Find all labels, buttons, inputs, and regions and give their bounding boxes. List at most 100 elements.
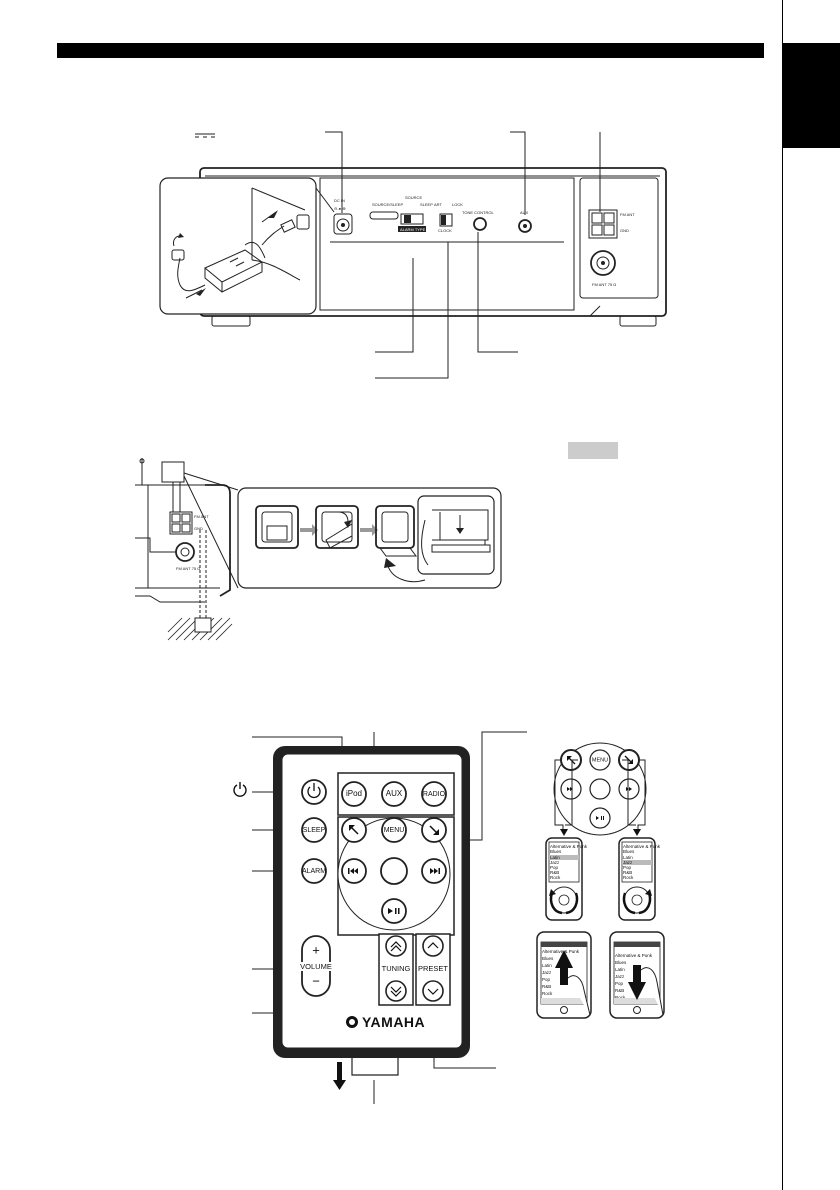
aux-button-label: AUX [386,789,403,798]
svg-text:FM ANT: FM ANT [194,514,209,519]
touch-left-item-6: Rock [542,991,553,996]
touch-right-item-3: Jazz [615,974,625,979]
center-button[interactable] [380,857,408,885]
rear-panel-diagram: DC IN ⊖-●-⊕ SOURCE SOURCE/SLEEP SLEEP AL… [159,131,667,379]
nano-right-item-4: Pop [623,865,632,870]
nano-right-item-0: Alternative & Punk [623,844,661,849]
fm-ant-label: FM ANT [620,212,635,217]
crop-line [782,0,783,1190]
nano-right-item-1: Blues [623,849,635,854]
alarm-type-switch[interactable] [400,213,424,225]
svg-text:FM ANT 75 Ω: FM ANT 75 Ω [176,566,200,571]
source-sleep-label: SOURCE/SLEEP [372,202,403,207]
sleep-label: SLEEP [420,202,433,207]
nano-left-item-5: R&B [550,870,559,875]
nano-left-item-6: Rock [550,875,561,880]
tuning-up-button[interactable] [385,935,407,957]
tone-control-label: TONE CONTROL [462,210,494,215]
side-tab [782,43,840,148]
ipod-nano-left: Alternative & Punk Blues Latin Jazz Pop … [545,837,588,921]
loop-antenna-step-1 [255,505,299,549]
ipod-operation-diagram: MENU Alternative & Punk Blues Latin Jazz… [536,742,665,1019]
power-icon [307,786,321,799]
svg-text:⊖-●-⊕: ⊖-●-⊕ [334,206,346,211]
volume-up-button[interactable]: + [312,942,320,957]
nano-left-item-1: Blues [550,849,562,854]
menu-button-label: MENU [384,827,405,834]
preset-up-button[interactable] [422,935,444,957]
touch-left-item-5: R&B [542,984,551,989]
demo-menu-button: MENU [589,749,611,771]
touch-left-item-1: Blues [542,956,554,961]
power-button[interactable] [301,779,327,805]
fm-ant-75-jack [590,250,616,276]
down-right-arrow-icon [429,825,439,835]
down-arrow-icon [333,1062,346,1090]
alarm-button-label: ALARM [302,868,326,875]
ipod-button[interactable]: iPod [341,781,367,807]
preset-down-button[interactable] [422,980,444,1002]
down-right-button[interactable] [421,817,447,843]
header-bar [57,43,764,58]
up-left-button[interactable] [341,817,367,843]
alarm-button[interactable]: ALARM [301,858,327,884]
dc-in-label: DC IN [334,198,345,203]
loop-antenna-step-2 [315,505,359,549]
demo-menu-label: MENU [592,757,608,763]
touch-left-item-2: Latin [542,963,552,968]
radio-button[interactable]: RADIO [421,781,447,807]
antenna-stand-detail [417,495,495,575]
remote-control: iPod AUX RADIO SLEEP ALARM MENU [273,746,470,1090]
nano-right-item-2: Latin [623,855,633,860]
nano-left-item-2: Latin [550,855,560,860]
volume-label: VOLUME [300,962,332,971]
previous-icon [348,868,358,874]
play-pause-button[interactable] [381,898,407,924]
touch-right-item-1: Blues [615,960,627,965]
touch-left-item-0: Alternative & Punk [542,949,580,954]
play-pause-icon [388,908,400,914]
aux-jack-label: AUX [520,210,529,215]
dc-in-jack [333,213,353,235]
fm-antenna-terminal [588,209,618,239]
double-chevron-up-icon [390,941,402,952]
aux-button[interactable]: AUX [381,781,407,807]
volume-down-button[interactable]: − [312,973,320,988]
chevron-up-icon [427,942,439,949]
nano-right-item-5: R&B [623,870,632,875]
sleep-button-label: SLEEP [303,827,326,834]
fm-ant-75-label: FM ANT 75 Ω [592,282,616,287]
tuning-down-button[interactable] [385,980,407,1002]
tone-control-knob[interactable] [473,217,487,231]
nano-left-item-4: Pop [550,865,559,870]
note-label-box [568,442,618,459]
nano-right-item-3: Jazz [623,860,633,865]
ipod-touch-right: Alternative & Punk Blues Latin Jazz Pop … [609,931,665,1019]
lock-switch[interactable] [439,213,453,227]
ipod-touch-left: Alternative & Punk Blues Latin Jazz Pop … [536,931,592,1019]
source-label: SOURCE [405,195,422,200]
touch-right-item-4: Pop [615,981,624,986]
nano-right-item-6: Rock [623,875,634,880]
ac-adaptor-inset [159,177,335,315]
tuning-label: TUNING [382,964,411,973]
art-label: ART [434,202,442,207]
touch-left-item-3: Jazz [542,970,552,975]
badge [369,211,399,220]
previous-button[interactable] [341,858,367,884]
sleep-button[interactable]: SLEEP [301,817,327,843]
touch-right-item-2: Latin [615,967,625,972]
next-icon [430,868,440,874]
yamaha-brand: YAMAHA [362,1014,425,1030]
chevron-down-icon [427,988,439,995]
menu-button[interactable]: MENU [381,817,407,843]
next-button[interactable] [421,858,447,884]
aux-jack [518,219,532,233]
nano-left-item-0: Alternative & Punk [550,844,588,849]
clock-label: CLOCK [438,228,452,233]
ipod-nano-right: Alternative & Punk Blues Latin Jazz Pop … [618,837,661,921]
svg-text:GND: GND [194,526,203,531]
device-side-view: FM ANT GND FM ANT 75 Ω [135,458,233,641]
nano-left-item-3: Jazz [550,860,560,865]
alarm-type-label: ALARM TYPE [400,227,426,232]
